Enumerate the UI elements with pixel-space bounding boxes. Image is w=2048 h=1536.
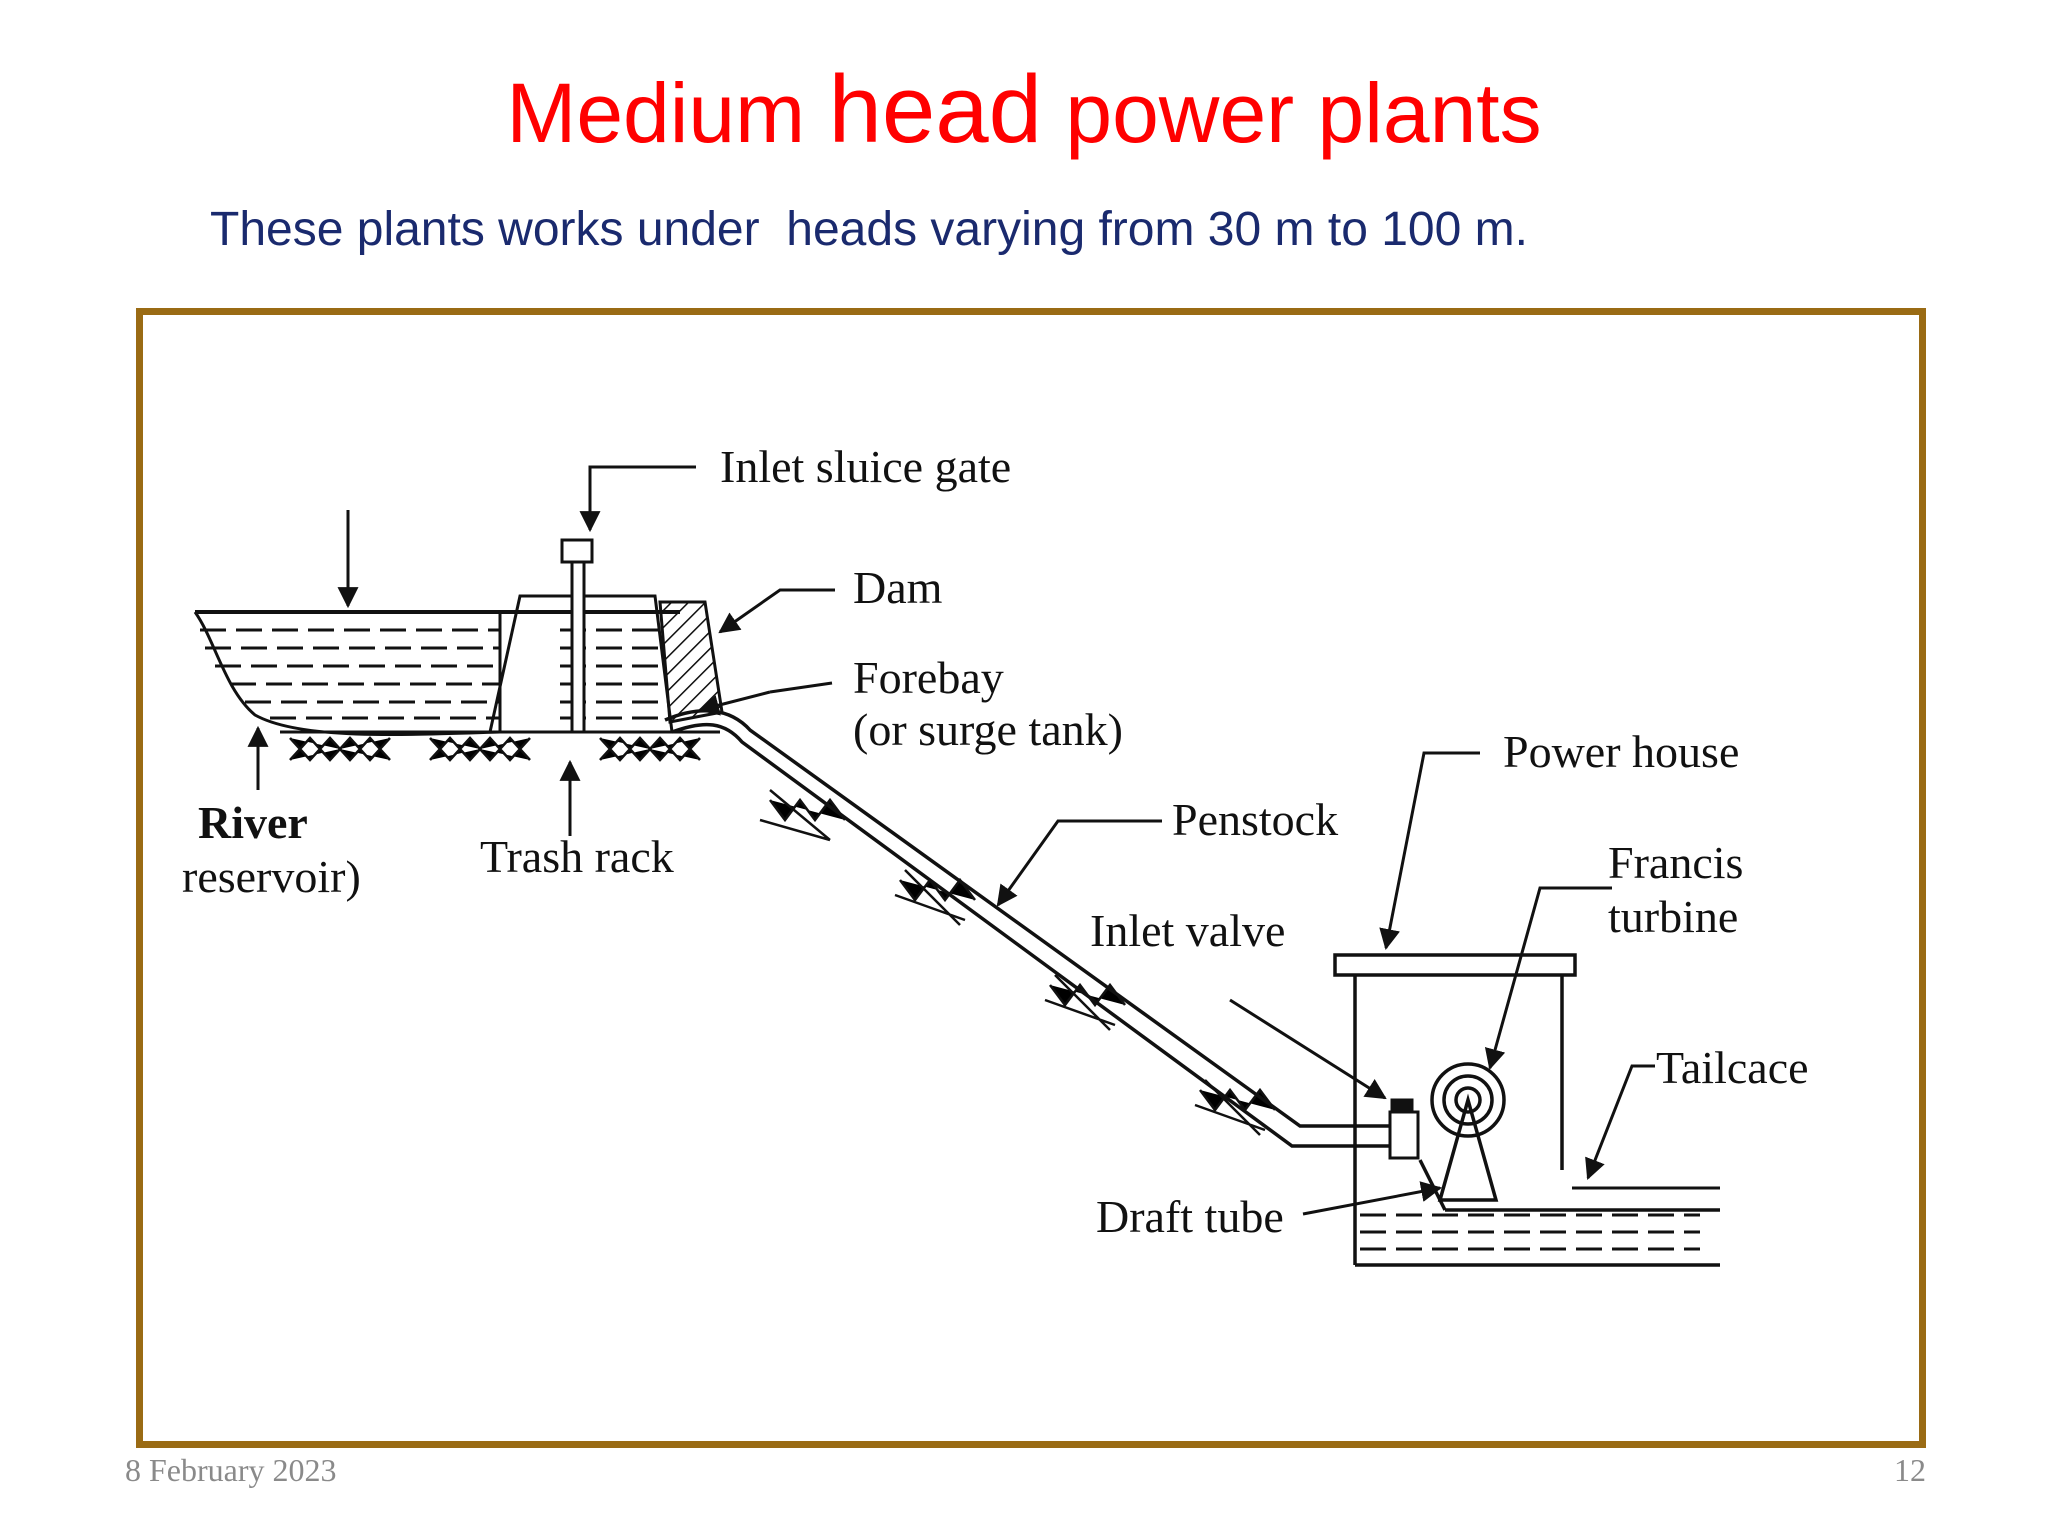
slide-title: Medium head power plants: [0, 62, 2048, 158]
label-inlet-valve: Inlet valve: [1090, 905, 1285, 956]
title-part-3: power plants: [1042, 66, 1542, 160]
francis-turbine: [1430, 1062, 1506, 1202]
label-tailcace: Tailcace: [1656, 1042, 1809, 1093]
diagram-frame: [136, 308, 1926, 1448]
penstock-pipe: [664, 708, 1390, 1148]
reservoir-water: [193, 610, 680, 737]
footer-date: 8 February 2023: [125, 1452, 337, 1488]
title-part-1: Medium: [506, 66, 829, 160]
leader-lines: [247, 465, 1655, 1216]
label-turbine: turbine: [1608, 891, 1738, 942]
label-reservoir: reservoir): [182, 851, 361, 902]
inlet-valve: [1388, 1098, 1420, 1160]
tailrace-water: [1360, 1186, 1720, 1251]
label-forebay: Forebay: [853, 652, 1004, 703]
label-dam: Dam: [853, 562, 943, 613]
label-power-house: Power house: [1503, 726, 1739, 777]
footer-page-number: 12: [1894, 1452, 1926, 1488]
label-draft-tube: Draft tube: [1096, 1191, 1284, 1242]
label-penstock: Penstock: [1172, 794, 1338, 845]
label-river: River: [198, 797, 308, 848]
ground-hatching: [280, 730, 1276, 1136]
label-inlet-sluice-gate: Inlet sluice gate: [720, 441, 1011, 492]
title-part-2: head: [828, 56, 1043, 163]
inlet-sluice-gate: [560, 538, 594, 734]
power-house: [1333, 953, 1720, 1267]
label-forebay-note: (or surge tank): [853, 704, 1123, 755]
slide-subtitle: These plants works under heads varying f…: [210, 203, 1528, 256]
label-trash-rack: Trash rack: [480, 831, 674, 882]
label-francis: Francis: [1608, 837, 1743, 888]
dam: [658, 600, 724, 724]
